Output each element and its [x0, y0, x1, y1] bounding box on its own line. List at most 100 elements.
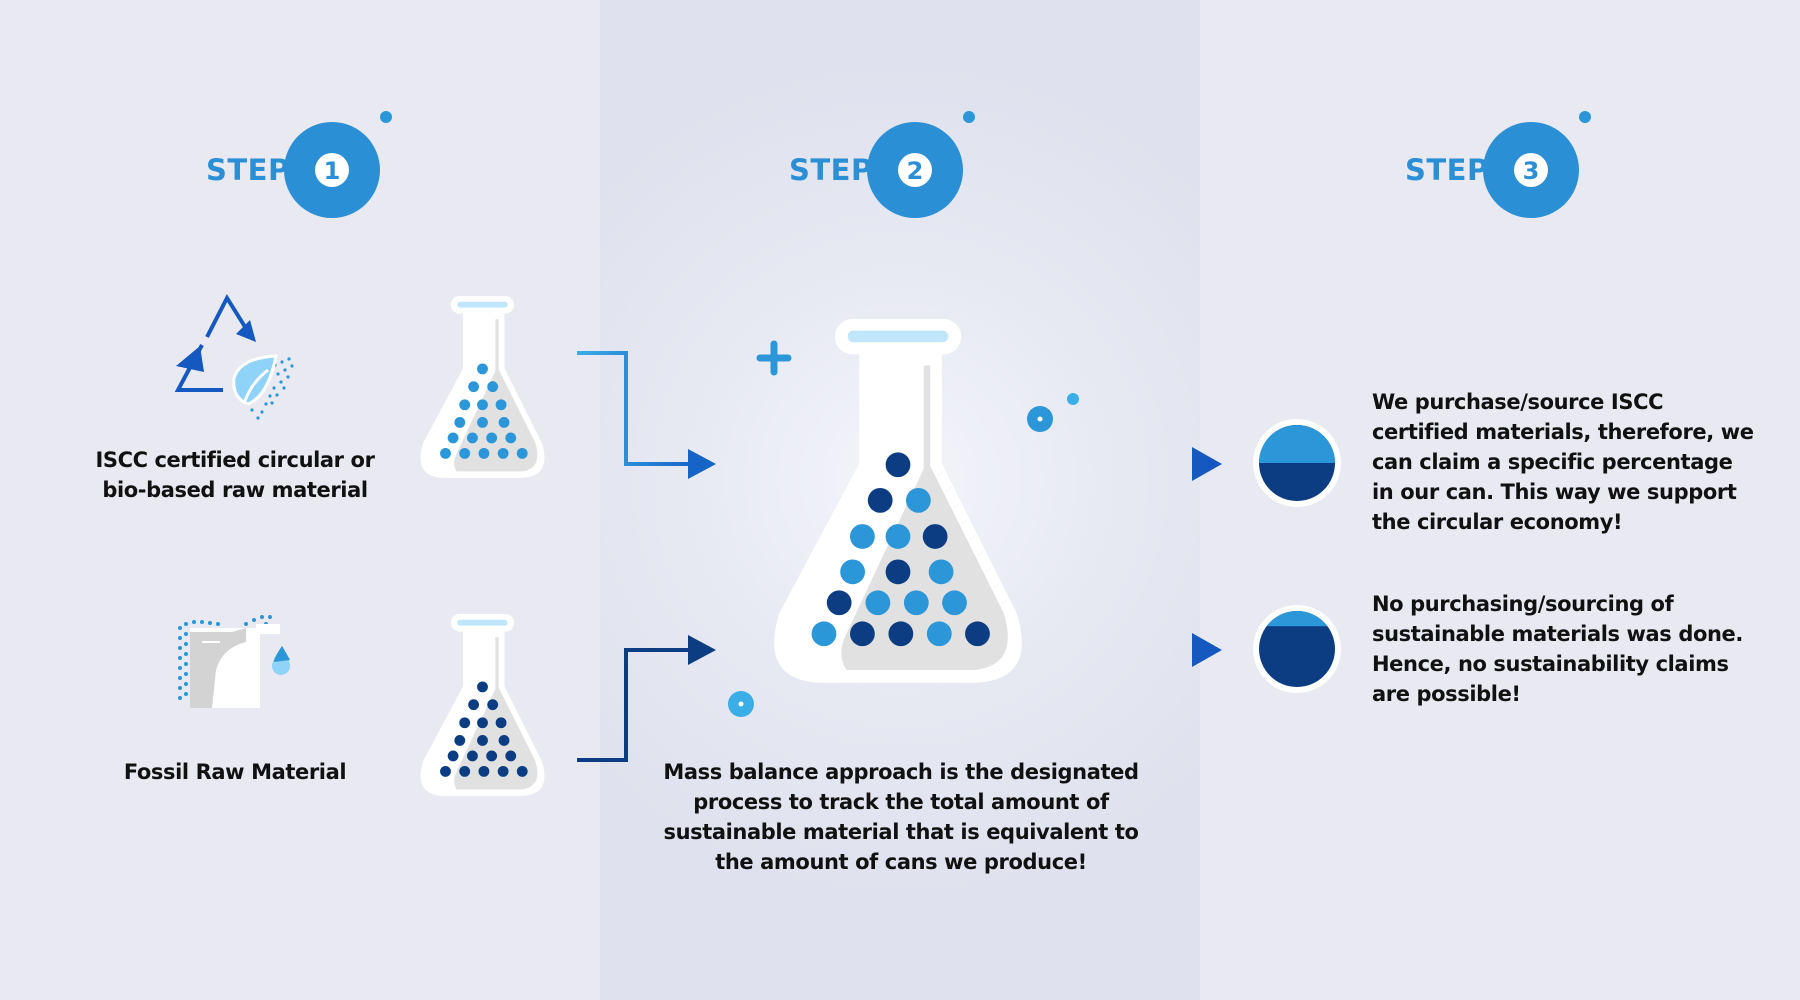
label-line: bio-based raw material: [102, 478, 368, 502]
flask-particle: [478, 447, 490, 459]
flask-particle: [905, 487, 931, 513]
step-2-label: STEP: [789, 153, 873, 187]
outcome-line: No purchasing/sourcing of: [1372, 592, 1674, 616]
outcome-line: can claim a specific percentage: [1372, 450, 1733, 474]
flask-particle: [922, 524, 948, 549]
outcome-line: certified materials, therefore, we: [1372, 420, 1754, 444]
flask-particle: [459, 765, 471, 777]
step-1-number: 1: [324, 157, 341, 185]
flask-particle: [850, 524, 875, 549]
flask-particle: [903, 590, 929, 616]
flask-particle: [885, 524, 911, 549]
flask-particle: [468, 381, 480, 393]
flask-particle: [826, 590, 852, 616]
step-1-label: STEP: [206, 153, 290, 187]
step-3-label: STEP: [1405, 153, 1489, 187]
no-claim-arrow: [1100, 633, 1222, 667]
mass-balance-flask: [774, 319, 1022, 683]
flask-particle: [477, 717, 488, 729]
step-2-badge: 2: [867, 111, 975, 218]
flask-particle: [477, 735, 488, 746]
fossil-flask: [420, 614, 545, 796]
flask-particle: [811, 621, 837, 647]
flask-particle: [477, 417, 488, 428]
mass-balance-description: Mass balance approach is the designated …: [651, 757, 1151, 877]
step-3-badge: 3: [1483, 111, 1591, 218]
flask-particle: [495, 399, 507, 411]
flask-particle: [459, 717, 471, 729]
flask-particle: [926, 621, 952, 647]
fossil-material-label: Fossil Raw Material: [85, 757, 385, 787]
label-line: ISCC certified circular or: [95, 448, 375, 472]
certified-flask: [420, 296, 545, 478]
outcome-line: sustainable materials was done.: [1372, 622, 1743, 646]
outcome-line: in our can. This way we support: [1372, 480, 1737, 504]
recycle-leaf-icon: [174, 293, 294, 420]
step-3-number: 3: [1523, 157, 1540, 185]
flask-particle: [965, 621, 990, 647]
flask-particle: [505, 750, 517, 762]
flask-particle: [459, 399, 471, 411]
outcome-line: are possible!: [1372, 682, 1521, 706]
flask-particle: [942, 590, 967, 616]
flask-particle: [840, 559, 865, 585]
no-claim-outcome-text: No purchasing/sourcing of sustainable ma…: [1372, 589, 1743, 709]
plus-icon: [756, 340, 792, 376]
flask-particle: [497, 765, 509, 777]
flask-particle: [467, 750, 478, 762]
flask-particle: [477, 363, 488, 375]
flask-particle: [454, 417, 466, 428]
flask-particle: [468, 699, 480, 711]
flask-particle: [447, 432, 459, 444]
claim-share-circle: [1253, 419, 1341, 507]
description-line: process to track the total amount of: [693, 790, 1109, 814]
flask-particle: [440, 765, 451, 777]
flask-rim-highlight: [457, 301, 508, 308]
flask-particle: [459, 447, 471, 459]
claim-arrow: [1100, 447, 1222, 481]
description-line: sustainable material that is equivalent …: [663, 820, 1139, 844]
ring-decoration: [728, 393, 1079, 717]
description-line: the amount of cans we produce!: [715, 850, 1087, 874]
flask-rim-highlight: [457, 619, 508, 626]
flask-particle: [516, 447, 528, 459]
flask-particle: [487, 381, 499, 393]
flask-particle: [487, 699, 499, 711]
flask-particle: [477, 681, 488, 693]
outcome-line: We purchase/source ISCC: [1372, 390, 1664, 414]
label-line: Fossil Raw Material: [123, 760, 347, 784]
flask-particle: [865, 590, 891, 616]
flask-particle: [498, 735, 510, 746]
fossil-connector-arrow: [577, 635, 716, 762]
no-claim-share-circle: [1253, 605, 1341, 693]
flask-particle: [516, 765, 528, 777]
flask-particle: [495, 717, 507, 729]
flask-particle: [467, 432, 478, 444]
flask-particle: [440, 447, 451, 459]
outcome-line: Hence, no sustainability claims: [1372, 652, 1729, 676]
step-2-number: 2: [907, 157, 924, 185]
claim-outcome-text: We purchase/source ISCC certified materi…: [1372, 387, 1754, 537]
certified-material-label: ISCC certified circular or bio-based raw…: [85, 445, 385, 505]
flask-particle: [888, 621, 914, 647]
flask-particle: [497, 447, 509, 459]
flask-particle: [867, 487, 893, 513]
flask-particle: [486, 750, 498, 762]
flask-rim-highlight: [847, 330, 949, 343]
flask-particle: [850, 621, 875, 647]
flask-particle: [885, 559, 911, 585]
flask-particle: [928, 559, 954, 585]
step-1-badge: 1: [284, 111, 392, 218]
flask-particle: [478, 765, 490, 777]
flask-particle: [454, 735, 466, 746]
certified-connector-arrow: [577, 351, 716, 479]
flask-particle: [486, 432, 498, 444]
outcome-line: the circular economy!: [1372, 510, 1623, 534]
description-line: Mass balance approach is the designated: [663, 760, 1139, 784]
flask-particle: [498, 417, 510, 428]
flask-particle: [885, 452, 911, 478]
flask-particle: [505, 432, 517, 444]
flask-particle: [447, 750, 459, 762]
fossil-canister-icon: [178, 615, 290, 708]
